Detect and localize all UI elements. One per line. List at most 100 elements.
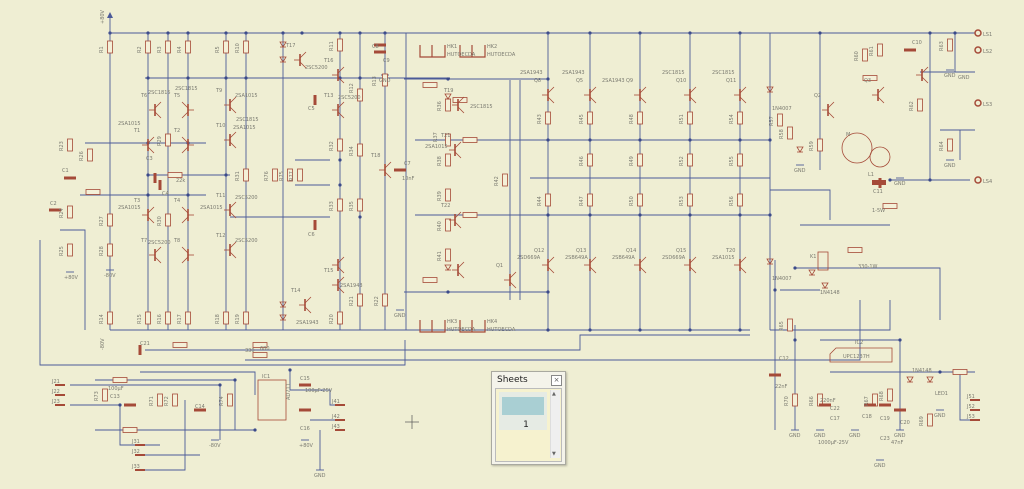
part-value: 2SC5200 <box>305 65 328 71</box>
transistor-collector <box>147 136 155 144</box>
junction <box>638 138 642 142</box>
part-value: 2SA1015 <box>200 205 223 211</box>
capacitor-designator: C5 <box>308 106 315 112</box>
resistor-designator: R55 <box>729 156 735 166</box>
net-label-positive: +80V <box>100 9 106 24</box>
components <box>49 29 982 471</box>
misc-label: 220nF <box>820 398 836 404</box>
sheet-thumbnail[interactable]: 1 <box>499 392 547 430</box>
transistor <box>542 256 555 274</box>
resistor <box>687 153 693 167</box>
resistor <box>462 212 478 218</box>
capacitor-designator: C13 <box>110 394 120 400</box>
transistor <box>149 246 162 264</box>
resistor <box>737 111 743 125</box>
transistor-designator: T2 <box>173 128 180 134</box>
ic1-body <box>257 379 287 421</box>
transistor <box>181 101 194 119</box>
speaker-terminal <box>974 29 982 37</box>
resistor-designator: R31 <box>235 171 241 181</box>
ground-label: -80V <box>209 443 221 449</box>
diode <box>808 269 816 276</box>
junction <box>546 213 550 217</box>
transistor <box>584 256 597 274</box>
capacitor <box>879 403 891 407</box>
resistor <box>185 311 191 325</box>
ground-label: GND <box>379 78 391 84</box>
transistor-designator: T19 <box>443 88 453 94</box>
part-value: 2SB649A <box>565 255 588 261</box>
diode <box>821 282 829 289</box>
heatsink <box>459 45 486 58</box>
capacitor <box>64 176 76 180</box>
transistor-emitter <box>384 171 392 179</box>
part-value: 2SC1815 <box>470 104 493 110</box>
junction <box>738 328 742 332</box>
transistor <box>181 206 194 224</box>
transistor-designator: Q8 <box>534 78 541 84</box>
transistor-designator: T21 <box>440 133 450 139</box>
junction <box>888 178 892 182</box>
sheet-preview-image <box>502 397 544 415</box>
resistor <box>112 377 128 383</box>
capacitor-designator: C23 <box>880 436 890 442</box>
transistor-designator: T22 <box>440 203 450 209</box>
sheets-panel[interactable]: Sheets × 1 ▲ ▼ <box>491 371 566 465</box>
resistor <box>687 111 693 125</box>
resistor <box>637 153 643 167</box>
capacitor-designator: C18 <box>862 414 872 420</box>
transistor <box>452 261 465 279</box>
misc-label: K1 <box>810 254 816 260</box>
ground-label: GND <box>789 433 801 439</box>
resistor <box>637 193 643 207</box>
junction <box>588 328 592 332</box>
junction <box>793 266 797 270</box>
transistor-emitter <box>229 106 237 114</box>
transistor <box>452 96 465 114</box>
inductor <box>872 180 886 185</box>
junction <box>218 383 222 387</box>
resistor-designator: R59 <box>809 141 815 151</box>
part-value: 2SC1815 <box>148 90 171 96</box>
connector-label: J53 <box>966 414 975 420</box>
resistor-designator: R76 <box>264 171 270 181</box>
transistor-designator: T13 <box>323 93 333 99</box>
part-value: 2SA1015 <box>233 125 256 131</box>
diode <box>279 314 287 321</box>
wire <box>795 267 941 320</box>
resistor-designator: R22 <box>374 296 380 306</box>
scrollbar[interactable]: ▲ ▼ <box>550 390 560 458</box>
junction <box>738 213 742 217</box>
connector-label: LS4 <box>983 179 992 185</box>
part-value: 2SC1815 <box>175 86 198 92</box>
sensor-circle <box>869 146 891 168</box>
transistor-collector <box>299 51 307 59</box>
junction <box>738 138 742 142</box>
resistor-designator: R50 <box>629 196 635 206</box>
ic2-designator: IC2 <box>855 340 863 346</box>
close-icon[interactable]: × <box>551 375 562 386</box>
transistor-emitter <box>454 151 462 159</box>
heatsink-designator: HK4 <box>487 319 497 325</box>
ground-label: GND <box>944 73 956 79</box>
resistor <box>172 342 188 348</box>
transistor <box>332 101 345 119</box>
scroll-up-icon[interactable]: ▲ <box>552 391 556 397</box>
transistor-designator: T8 <box>173 238 180 244</box>
ground-label: -80V <box>104 273 116 279</box>
junction <box>146 193 150 197</box>
transistor-designator: T16 <box>323 58 333 64</box>
resistor <box>947 38 953 52</box>
transistor-emitter <box>181 111 189 119</box>
misc-label: 330-1W <box>858 264 878 270</box>
resistor-designator: R13 <box>372 76 378 86</box>
net-label-negative: -80V <box>100 338 106 350</box>
ground-label: GND <box>894 181 906 187</box>
resistor <box>422 82 438 88</box>
diode <box>766 86 774 93</box>
resistor <box>862 75 878 81</box>
transistor-collector <box>689 256 697 264</box>
scroll-down-icon[interactable]: ▼ <box>552 451 556 457</box>
transistor-emitter <box>154 256 162 264</box>
